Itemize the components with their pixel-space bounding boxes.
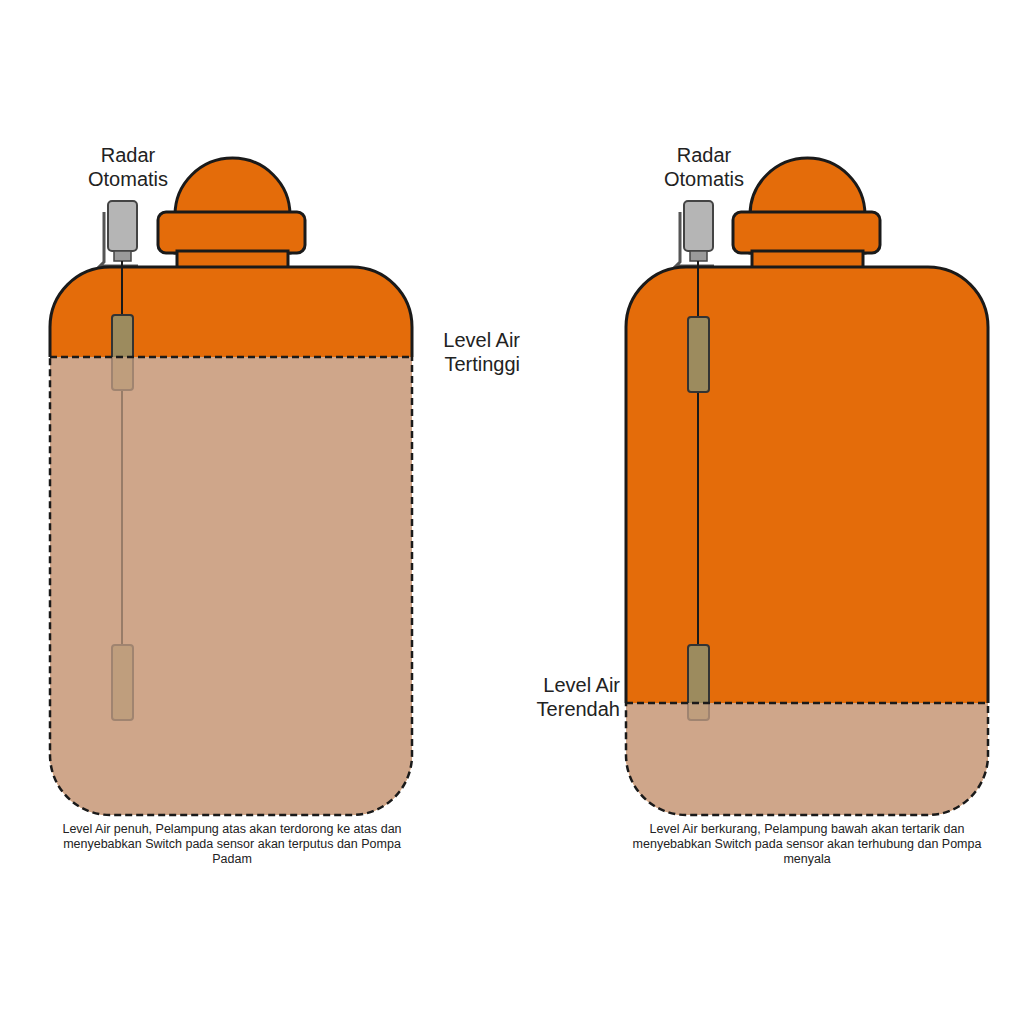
tank-full	[40, 158, 422, 827]
caption-note: Level Air berkurang, Pelampung bawah aka…	[617, 822, 997, 867]
level-label: Level Air Tertinggi	[420, 328, 520, 376]
tank-low	[616, 158, 998, 833]
level-label: Level Air Terendah	[520, 673, 620, 721]
sensor-label: Radar Otomatis	[80, 143, 176, 191]
sensor-label: Radar Otomatis	[656, 143, 752, 191]
caption-note: Level Air penuh, Pelampung atas akan ter…	[42, 822, 422, 867]
